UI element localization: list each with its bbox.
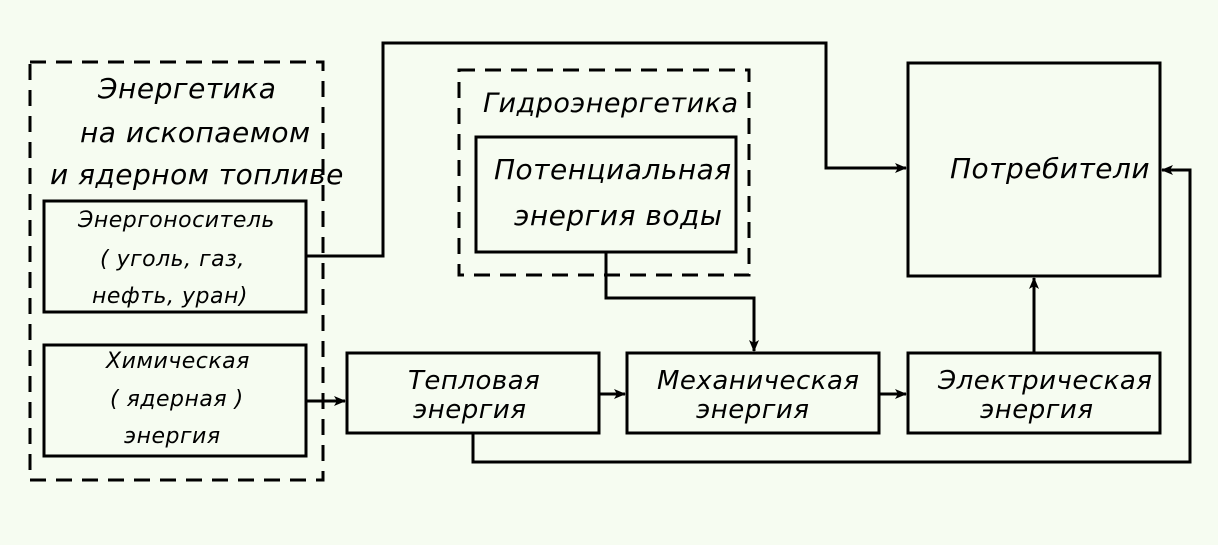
- thermal-to-consumers-arrow: [471, 165, 1192, 464]
- electrical-label-line1: Электрическая: [938, 366, 1153, 396]
- hydro-group-frame: [457, 68, 751, 277]
- carrier-to-consumers-arrow: [306, 41, 907, 258]
- potential-label-line2: энергия воды: [514, 199, 723, 232]
- hydro-group-title: Гидроэнергетика: [483, 88, 739, 119]
- chemical-label-line3: энергия: [124, 424, 221, 449]
- fossil-group-frame: [28, 60, 325, 482]
- carrier-label-line3: нефть, уран): [92, 284, 248, 309]
- mechanical-label-line1: Механическая: [657, 366, 860, 396]
- fossil-group-title-line3: и ядерном топливе: [50, 158, 344, 191]
- carrier-label-line1: Энергоноситель: [78, 208, 275, 233]
- consumers-box: [906, 61, 1162, 278]
- fossil-group-title-line2: на ископаемом: [80, 116, 311, 149]
- potential-to-mechanical-arrow: [604, 252, 759, 352]
- fossil-group-title-line1: Энергетика: [98, 72, 277, 105]
- electrical-label-line2: энергия: [980, 395, 1094, 425]
- chemical-label-line2: ( ядерная ): [110, 387, 244, 412]
- carrier-label-line2: ( уголь, газ,: [100, 247, 245, 272]
- thermal-label-line2: энергия: [413, 395, 527, 425]
- thermal-label-line1: Тепловая: [408, 366, 541, 396]
- mechanical-label-line2: энергия: [696, 395, 810, 425]
- consumers-label: Потребители: [950, 152, 1151, 185]
- chemical-label-line1: Химическая: [106, 349, 250, 374]
- potential-label-line1: Потенциальная: [494, 153, 732, 186]
